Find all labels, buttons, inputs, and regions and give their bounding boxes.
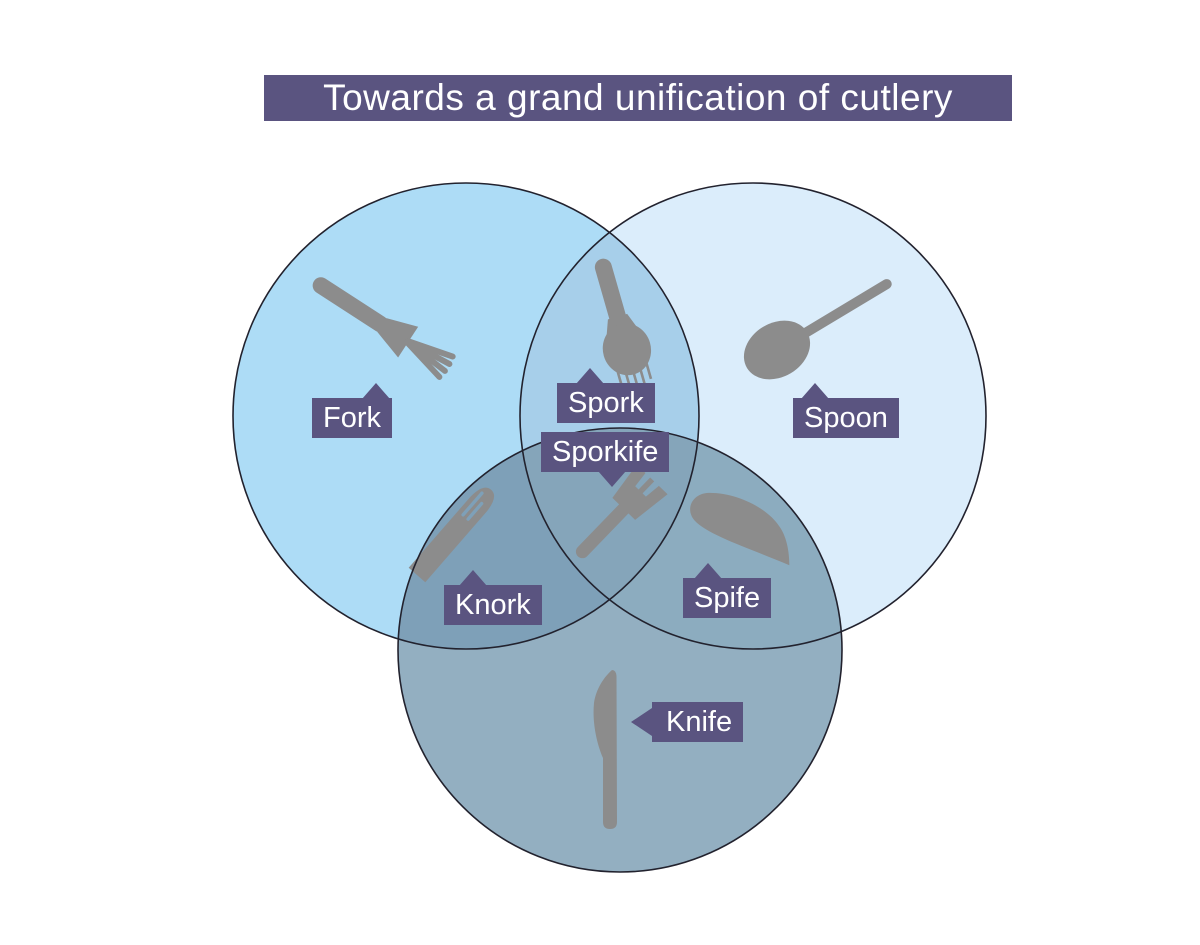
knife-label-text: Knife [666,706,733,738]
fork-icon [312,277,456,380]
fork-circle-outline [232,182,700,650]
sporkife-icon [575,464,668,559]
spife-label-text: Spife [694,582,761,614]
pointer-up-icon [459,570,487,586]
knork-label: Knork [444,570,542,625]
pointer-down-icon [598,471,626,487]
sporkife-label-text: Sporkife [552,436,659,468]
spork-icon [594,258,653,389]
fork-label: Fork [312,383,392,438]
pointer-up-icon [576,368,604,384]
pointer-up-icon [801,383,829,399]
fork-knife-region [398,428,699,649]
spife-icon [690,492,790,566]
knife-icon [593,670,617,829]
page-title-text: Towards a grand unification of cutlery [323,77,953,118]
spoon-label-text: Spoon [804,402,888,434]
pointer-up-icon [362,383,390,399]
spork-label: Spork [557,368,655,423]
spork-label-text: Spork [568,387,644,419]
knife-circle-outline [397,427,843,873]
knork-label-text: Knork [455,589,531,621]
spoon-icon [743,279,892,380]
spife-label: Spife [683,563,772,618]
pointer-left-icon [631,708,652,736]
pointer-up-icon [694,563,722,579]
sporkife-label: Sporkife [541,432,670,487]
knork-icon [408,487,495,583]
knife-label: Knife [631,702,744,742]
page-title: Towards a grand unification of cutlery [264,75,1012,121]
fork-label-text: Fork [323,402,381,434]
spoon-circle-outline [519,182,987,650]
spoon-label: Spoon [793,383,899,438]
